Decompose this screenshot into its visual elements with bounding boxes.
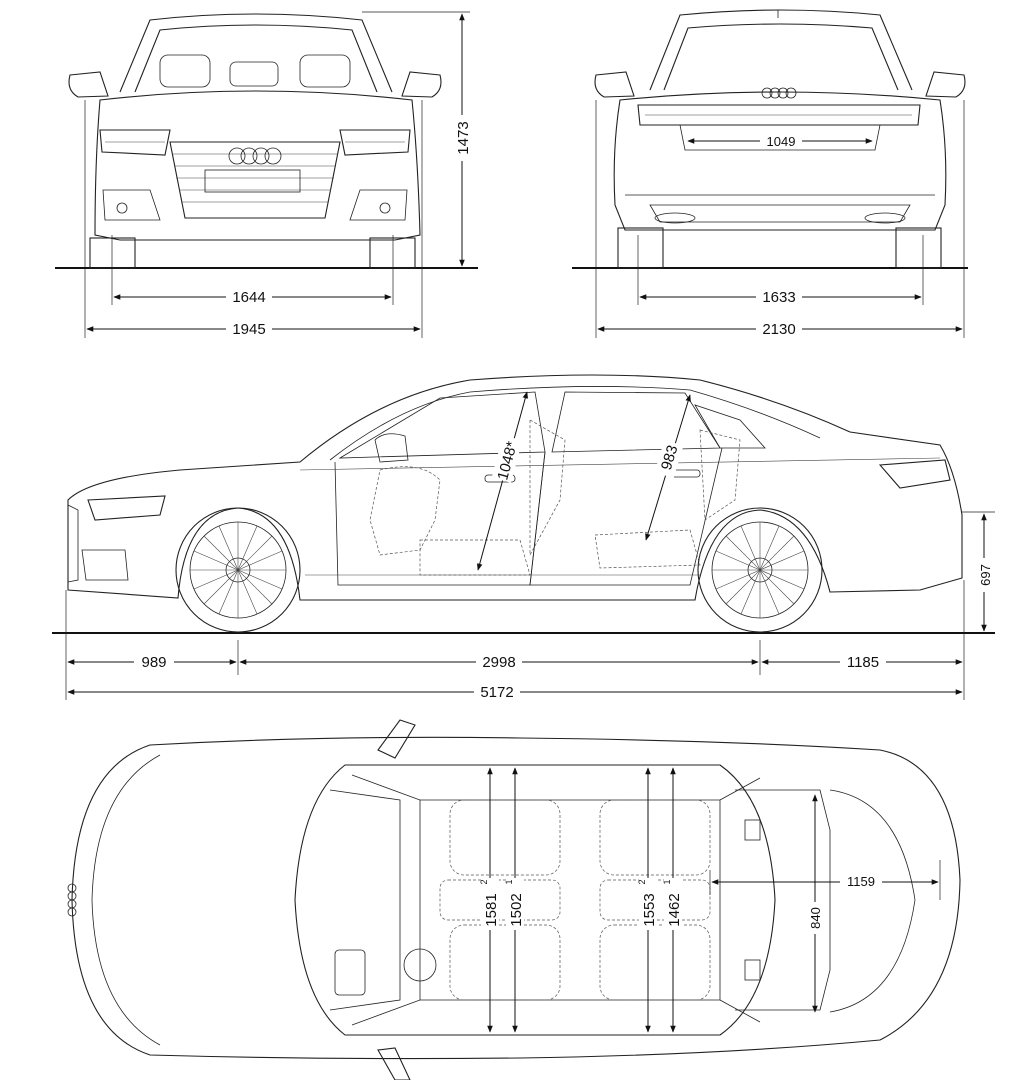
rear-headroom-label: 983 — [658, 443, 682, 472]
front-shoulder-width-label: 1581 — [483, 893, 500, 926]
front-elbow-width-label: 1502 — [508, 893, 525, 926]
front-headroom-label: 1048* — [494, 440, 521, 482]
side-view: 1048* 983 697 989 2998 1185 5172 — [52, 374, 995, 701]
rear-track-label: 1633 — [762, 289, 795, 306]
front-track-label: 1644 — [232, 289, 265, 306]
rear-overhang-height-label: 697 — [978, 564, 993, 586]
front-view: 1644 1945 1473 — [55, 11, 478, 338]
front-elbow-sup: 1 — [504, 879, 514, 884]
front-overhang-label: 989 — [141, 654, 166, 671]
rear-elbow-sup: 1 — [662, 879, 672, 884]
rear-load-width-label: 1049 — [767, 134, 796, 149]
rear-view: 1049 1633 2130 — [572, 9, 968, 338]
width-mirrors-label: 2130 — [762, 321, 795, 338]
height-label: 1473 — [455, 121, 472, 154]
rear-shoulder-sup: 2 — [637, 879, 647, 884]
rear-elbow-width-label: 1462 — [666, 893, 683, 926]
top-view: 1581 2 1502 1 1553 2 1462 1 1159 840 — [67, 719, 961, 1080]
length-label: 5172 — [480, 684, 513, 701]
trunk-length-label: 1159 — [847, 874, 875, 889]
front-width-label: 1945 — [232, 321, 265, 338]
wheelbase-label: 2998 — [482, 654, 515, 671]
front-shoulder-sup: 2 — [479, 879, 489, 884]
rear-shoulder-width-label: 1553 — [641, 893, 658, 926]
trunk-width-label: 840 — [808, 907, 823, 929]
rear-overhang-label: 1185 — [847, 654, 879, 671]
